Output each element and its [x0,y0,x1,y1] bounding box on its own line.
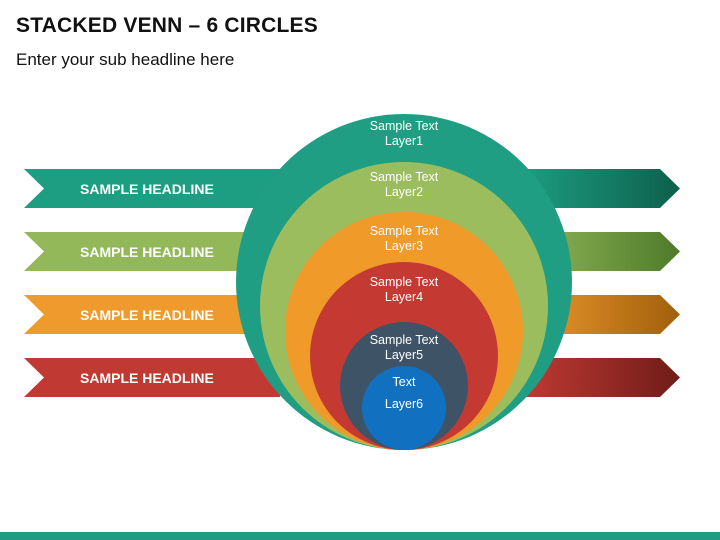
layer6-label: Layer6 [385,397,423,411]
layer1-label: Layer1 [385,134,423,148]
layer4-label: Layer4 [385,290,423,304]
layer4-text: Sample Text [370,275,439,289]
layer5-label: Layer5 [385,348,423,362]
layer3-label: Layer3 [385,239,423,253]
arrow-headline-4: SAMPLE HEADLINE [80,370,214,386]
layer3-text: Sample Text [370,224,439,238]
circle-layer6 [362,366,446,450]
arrow-left-2 [24,232,280,271]
arrow-right-4 [520,358,680,397]
arrow-left-1 [24,169,280,208]
page-title: STACKED VENN – 6 CIRCLES [16,14,318,37]
arrow-headline-3: SAMPLE HEADLINE [80,307,214,323]
layer5-text: Sample Text [370,333,439,347]
layer6-text: Text [393,375,416,389]
arrow-headline-2: SAMPLE HEADLINE [80,244,214,260]
layer2-label: Layer2 [385,185,423,199]
arrow-left-4 [24,358,280,397]
page-subtitle: Enter your sub headline here [16,50,235,69]
arrow-headline-1: SAMPLE HEADLINE [80,181,214,197]
layer2-text: Sample Text [370,170,439,184]
arrow-left-3 [24,295,280,334]
footer-bar [0,532,720,540]
arrow-right-1 [520,169,680,208]
layer1-text: Sample Text [370,119,439,133]
